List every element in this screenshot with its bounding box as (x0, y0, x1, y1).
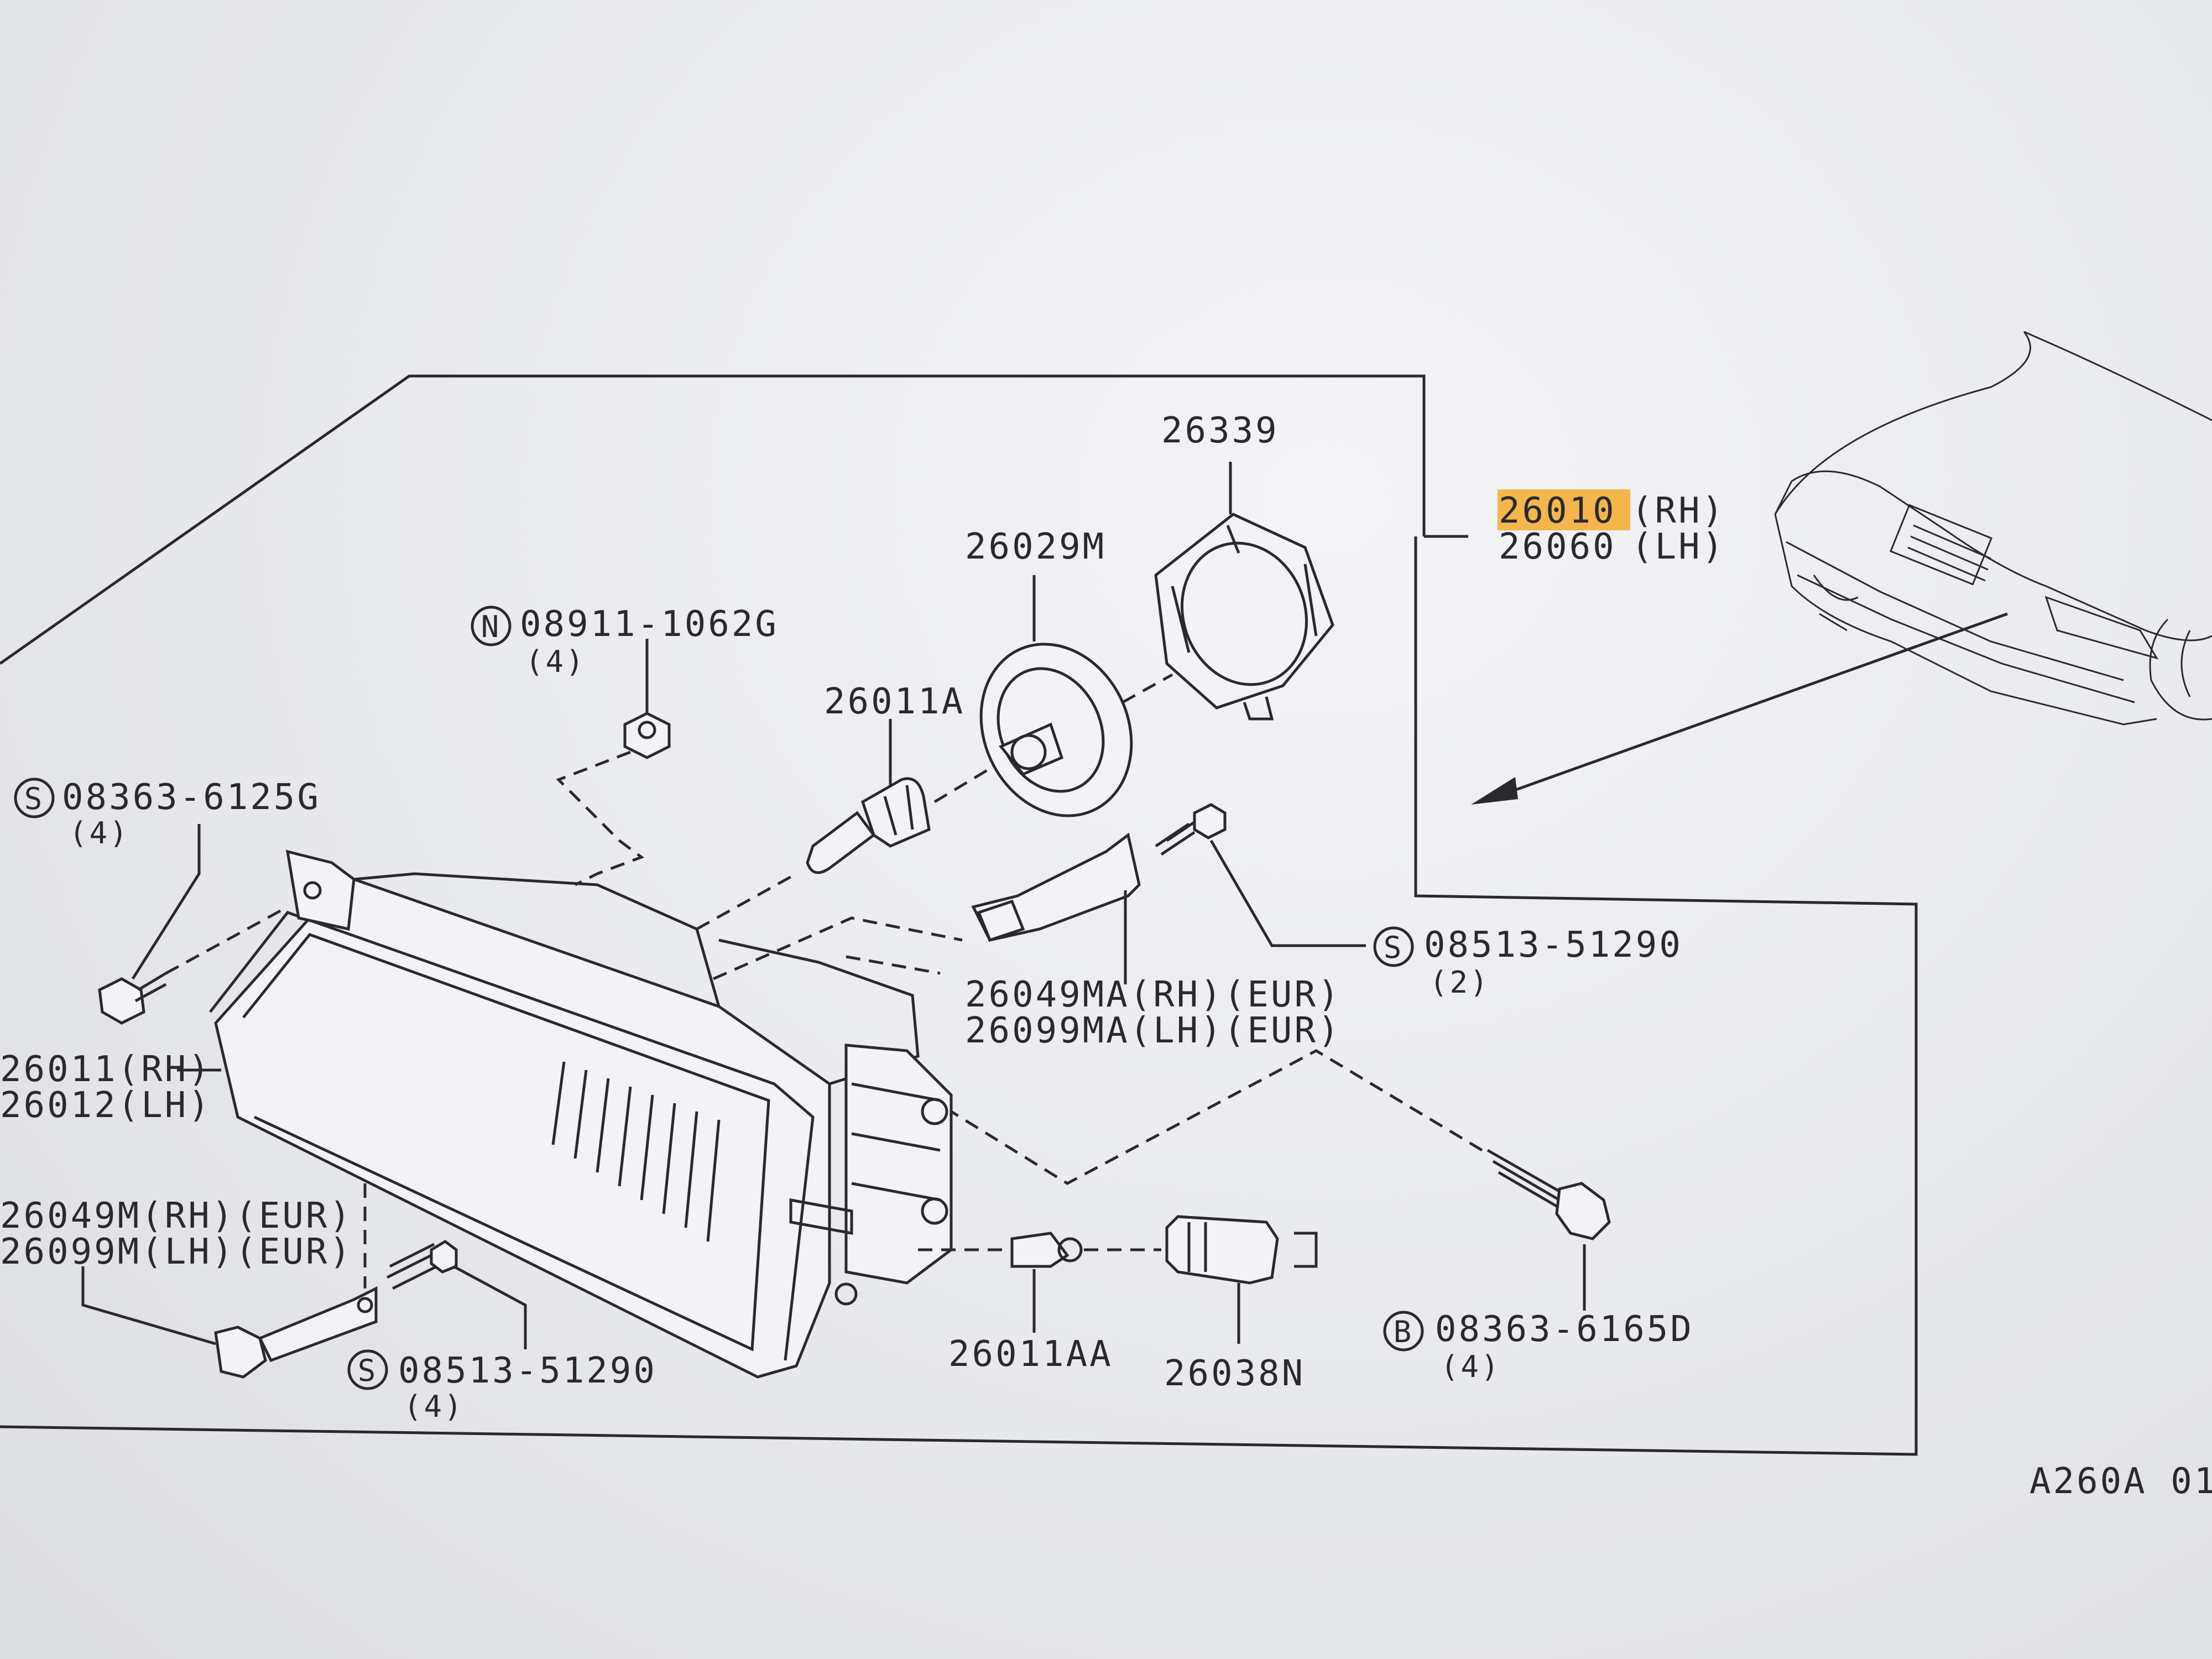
screw-right-symbol-circle (1373, 926, 1414, 967)
bulb-label: 26011A (824, 681, 965, 722)
socket-ring-label: 26339 (1161, 410, 1279, 451)
bracket-top-line2: 26099MA(LH)(EUR) (965, 1010, 1342, 1051)
bracket-top-part (971, 832, 1141, 942)
nut-dashed-path (556, 750, 645, 886)
headlamp-housing (209, 849, 953, 1379)
small-bulb-label: 26011AA (948, 1334, 1113, 1375)
screw-top-left-part (98, 972, 167, 1025)
bulb-part (806, 777, 931, 874)
bulb-dashed (696, 767, 991, 931)
screw-top-left-part-number: 08363-6125G (62, 777, 321, 818)
bulb-cover-label: 26029M (965, 526, 1106, 567)
socket-ring-part (1154, 513, 1334, 721)
main-assembly-side2: (LH) (1631, 526, 1725, 567)
bracket-dashed (712, 916, 963, 980)
bracket-left-part (214, 1286, 378, 1379)
screw-bottom-symbol: S (358, 1353, 378, 1388)
nut-part-number: 08911-1062G (520, 604, 779, 645)
small-socket-label: 26038N (1164, 1353, 1305, 1394)
lens-housing-line1: 26011(RH) (0, 1049, 212, 1090)
nut-part (623, 712, 671, 759)
screw-bottom-part (386, 1239, 458, 1290)
bolt-symbol-circle (1383, 1311, 1424, 1352)
screw-right-part (1155, 803, 1227, 856)
bracket-left-line2: 26099M(LH)(EUR) (0, 1232, 353, 1272)
bracket-top-line1: 26049MA(RH)(EUR) (965, 974, 1342, 1015)
main-assembly-part2: 26060 (1499, 526, 1616, 567)
bolt-part (1486, 1149, 1611, 1240)
lens-housing-line2: 26012(LH) (0, 1085, 212, 1126)
diagram-frame (0, 374, 1918, 1456)
bolt-qty: (4) (1441, 1349, 1501, 1384)
small-socket-part (1165, 1215, 1318, 1285)
nut-symbol-circle (471, 606, 512, 646)
screw-bottom-qty: (4) (404, 1389, 465, 1424)
main-assembly-side: (RH) (1631, 491, 1725, 531)
bracket-left-leader (81, 1266, 216, 1345)
bolt-symbol: B (1394, 1314, 1414, 1349)
screw-top-left-leader (131, 824, 201, 980)
bracket-left-line1: 26049M(RH)(EUR) (0, 1196, 353, 1237)
screw-top-left-symbol-circle (14, 778, 55, 818)
bulb-cover-dashed (1121, 673, 1173, 704)
small-bulb-part (1010, 1232, 1083, 1268)
screw-right-leader (1209, 839, 1366, 947)
highlight-marker (1498, 489, 1630, 530)
nut-symbol: N (481, 609, 502, 644)
main-assembly-part: 26010 (1499, 491, 1616, 531)
figure-code: A260A 01 (2030, 1461, 2212, 1502)
bolt-dashed (950, 1049, 1483, 1185)
car-illustration (1774, 331, 2212, 726)
screw-bottom-part-number: 08513-51290 (398, 1350, 657, 1391)
pointer-arrowhead (1471, 777, 1518, 805)
screw-right-qty: (2) (1430, 965, 1490, 1000)
bulb-cover-part (979, 643, 1133, 817)
screw-right-symbol: S (1384, 930, 1404, 965)
screw-top-left-symbol: S (24, 781, 45, 816)
nut-qty: (4) (525, 644, 586, 679)
screw-right-part-number: 08513-51290 (1424, 925, 1683, 966)
screw-top-left-qty: (4) (69, 816, 130, 851)
pointer-arrow-line (1481, 612, 2008, 804)
screw-bottom-leader (452, 1265, 527, 1349)
bolt-part-number: 08363-6165D (1435, 1309, 1694, 1350)
screw-bottom-symbol-circle (347, 1349, 388, 1390)
